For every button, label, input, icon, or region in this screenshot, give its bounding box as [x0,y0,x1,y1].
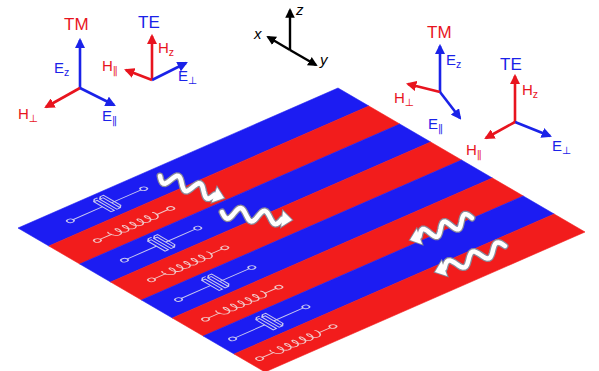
red-stripe [234,214,585,371]
wave-arrow [160,176,224,202]
capacitor-symbol [165,260,263,306]
te-triad [126,36,186,80]
field-label: H∥ [466,142,482,157]
wave-label: TE [138,14,160,31]
field-label: E∥ [428,116,443,131]
te-triad [486,76,550,138]
field-label: Hz [522,82,538,97]
wave-label: TM [64,16,89,33]
axes-triad [268,10,316,65]
inductor-symbol [253,323,340,362]
field-label: E⊥ [178,68,197,83]
field-label: E⊥ [552,138,571,153]
field-label: E∥ [102,108,117,123]
field-label: H⊥ [394,90,414,105]
wave-arrows [160,176,505,276]
wave-arrow [222,208,292,227]
wave-arrow [410,214,472,244]
capacitor-symbol [57,181,155,227]
field-label: H⊥ [18,106,38,121]
tm-triad [46,40,114,107]
field-label: Hz [158,40,174,55]
lumped-elements [57,181,340,362]
wave-arrow [435,243,505,277]
axis-label: z [296,2,304,17]
axis-label: y [320,52,328,67]
blue-stripe [203,196,554,354]
wave-label: TE [500,56,522,73]
field-label: H∥ [102,58,118,73]
capacitor-symbol [111,221,209,267]
wave-label: TM [427,24,452,41]
axis-label: x [254,26,262,41]
capacitor-symbol [219,299,317,345]
field-label: Ez [446,52,461,67]
field-label: Ez [54,60,69,75]
striped-metasurface [18,88,585,371]
